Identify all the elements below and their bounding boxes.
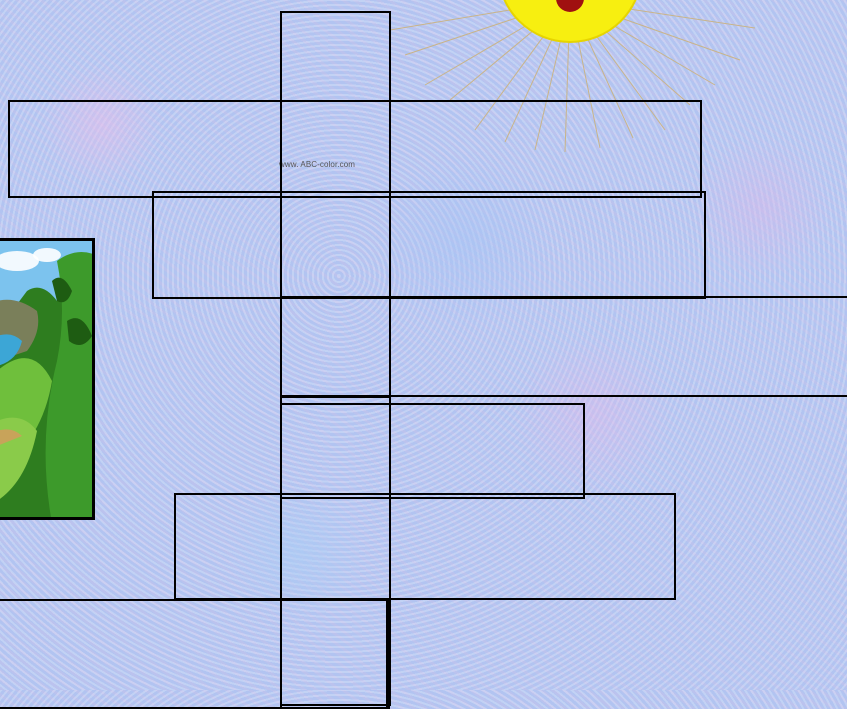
landscape-illustration — [0, 241, 95, 520]
horizontal-box-1 — [8, 100, 702, 198]
landscape-picture[interactable] — [0, 238, 95, 520]
horizontal-box-2 — [152, 191, 706, 299]
vertical-strip-bottom-inner — [280, 599, 388, 709]
horizontal-box-5 — [174, 493, 676, 600]
canvas: www. ABC-color.com — [0, 0, 847, 690]
horizontal-box-3 — [280, 296, 847, 397]
